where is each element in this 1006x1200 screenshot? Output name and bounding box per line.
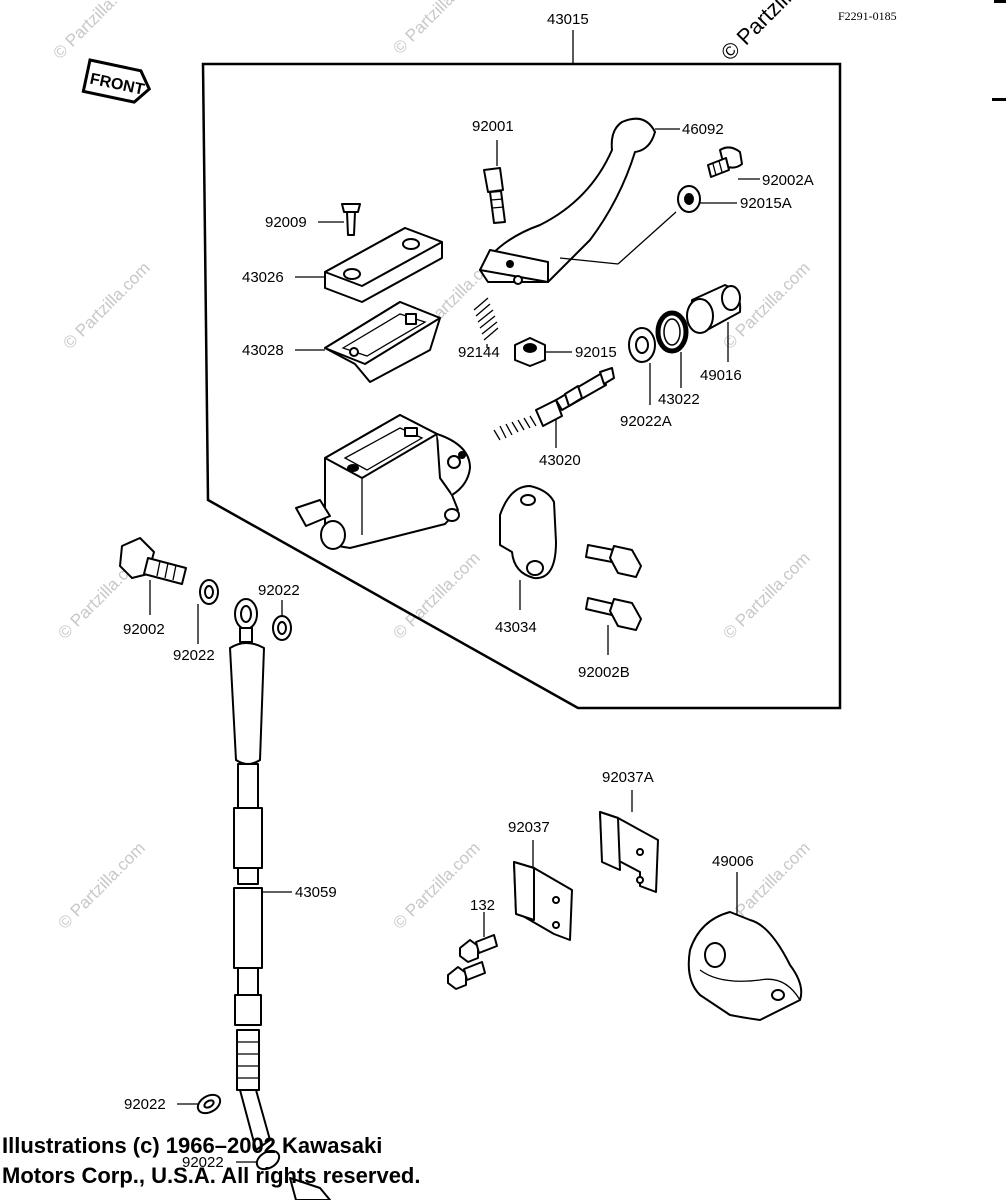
- label-92022-left: 92022: [173, 647, 215, 664]
- leader-lever-pivot-2: [559, 257, 619, 265]
- bolt-132-1: [459, 934, 498, 963]
- label-92037A: 92037A: [602, 769, 654, 786]
- bolt-92002B-2: [585, 597, 642, 631]
- label-49016: 49016: [700, 367, 742, 384]
- label-92015: 92015: [575, 344, 617, 361]
- drawing-code: F2291-0185: [838, 9, 897, 23]
- assembly-frame: [201, 62, 842, 710]
- screw-92009: [341, 203, 361, 236]
- cap-43026: [324, 227, 443, 303]
- label-49006: 49006: [712, 853, 754, 870]
- label-43020: 43020: [539, 452, 581, 469]
- label-92022A: 92022A: [620, 413, 672, 430]
- label-92002: 92002: [123, 621, 165, 638]
- nut-92015: [514, 337, 546, 367]
- piston-43020: [493, 367, 615, 441]
- nut-92015A: [677, 185, 701, 213]
- spring-92144: [473, 297, 499, 341]
- bracket-92037A: [599, 811, 659, 893]
- label-43022: 43022: [658, 391, 700, 408]
- label-92022-bottom: 92022: [124, 1096, 166, 1113]
- washer-92022-lowest: [255, 1149, 331, 1200]
- copyright-line-1: Illustrations (c) 1966–2002 Kawasaki: [2, 1133, 383, 1158]
- edge-mark: [992, 98, 1006, 101]
- svg-text:© Partzilla.com: © Partzilla.com: [719, 548, 813, 642]
- svg-text:© Partzilla.com: © Partzilla.com: [389, 0, 483, 58]
- master-cylinder-body: [295, 414, 471, 550]
- leader-lever-pivot: [617, 211, 677, 265]
- label-92009: 92009: [265, 214, 307, 231]
- label-46092: 46092: [682, 121, 724, 138]
- copyright-line-2: Motors Corp., U.S.A. All rights reserved…: [2, 1163, 421, 1188]
- cover-49006: [687, 911, 803, 1021]
- label-92002B: 92002B: [578, 664, 630, 681]
- washer-92022-top: [272, 615, 292, 641]
- diaphragm-43028: [324, 301, 441, 383]
- svg-text:© Partzilla.com: © Partzilla.com: [49, 0, 143, 63]
- label-43034: 43034: [495, 619, 537, 636]
- label-92022-top: 92022: [258, 582, 300, 599]
- label-43028: 43028: [242, 342, 284, 359]
- label-92002A: 92002A: [762, 172, 814, 189]
- bolt-92002B-1: [585, 544, 642, 578]
- label-132: 132: [470, 897, 495, 914]
- washer-92022-bottom: [196, 1093, 222, 1115]
- washer-92022A: [628, 327, 656, 363]
- clamp-43034: [499, 485, 557, 580]
- label-92001: 92001: [472, 118, 514, 135]
- svg-text:© Partzilla.com: © Partzilla.com: [389, 838, 483, 932]
- svg-text:© Partzilla.com: © Partzilla.com: [54, 838, 148, 932]
- svg-text:© Partzilla.com: © Partzilla.com: [59, 258, 153, 352]
- edge-mark-top: [994, 0, 1006, 3]
- label-92144: 92144: [458, 344, 500, 361]
- circlip-43022: [655, 310, 689, 354]
- bolt-92001: [483, 167, 506, 224]
- bolt-132-2: [447, 961, 486, 990]
- screw-92002A: [707, 146, 743, 178]
- lever-46092: [479, 117, 656, 285]
- label-43026: 43026: [242, 269, 284, 286]
- label-43015: 43015: [547, 11, 589, 28]
- label-92015A: 92015A: [740, 195, 792, 212]
- label-92022-lowest: 92022: [182, 1154, 224, 1171]
- bracket-92037: [513, 861, 573, 941]
- brake-hose-43059: [229, 598, 271, 1151]
- boot-49016: [686, 284, 742, 334]
- bolt-92002: [119, 537, 187, 585]
- label-43059: 43059: [295, 884, 337, 901]
- front-tag: FRONT: [81, 58, 152, 104]
- washer-92022-left: [199, 579, 219, 605]
- label-92037: 92037: [508, 819, 550, 836]
- corner-watermark: © Partzilla.com: [716, 0, 839, 66]
